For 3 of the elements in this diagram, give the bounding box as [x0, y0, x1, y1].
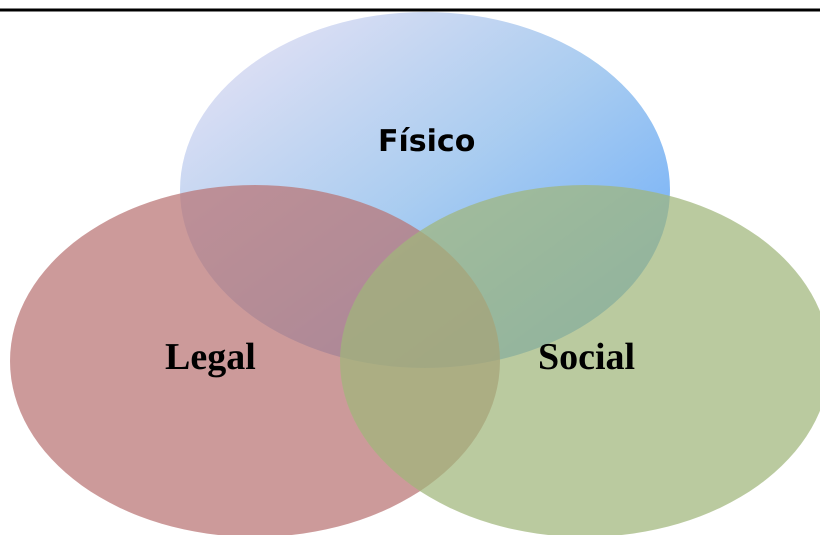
- set-label: Legal: [165, 335, 256, 379]
- set-label: Social: [538, 335, 636, 379]
- set-label: Físico: [378, 124, 476, 159]
